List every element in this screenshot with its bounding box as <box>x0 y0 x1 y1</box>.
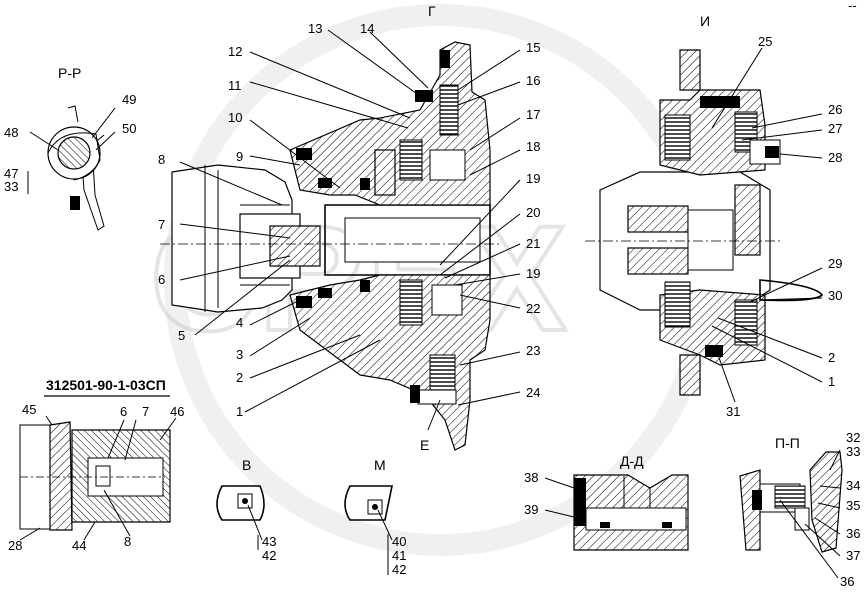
label-r2: 2 <box>828 350 835 365</box>
section-title-pp2: П-П <box>775 435 800 451</box>
label-p33: 33 <box>4 179 18 194</box>
part-labels: 13 14 15 12 16 11 17 10 18 9 8 19 20 7 2… <box>4 21 860 589</box>
label-d46: 46 <box>170 404 184 419</box>
label-5: 5 <box>178 328 185 343</box>
label-p48: 48 <box>4 125 18 140</box>
label-d6: 6 <box>120 404 127 419</box>
section-titles: Г И Р-Р В М Д-Д П-П Е -- 312501-90-1-03С… <box>46 0 857 473</box>
label-3: 3 <box>236 347 243 362</box>
section-title-i: И <box>700 13 710 29</box>
detail-312501-drawing <box>19 395 177 541</box>
label-pp32: 32 <box>846 430 860 445</box>
label-r25: 25 <box>758 34 772 49</box>
label-pp33: 33 <box>846 444 860 459</box>
label-b42: 42 <box>262 548 276 563</box>
view-title-m: М <box>374 457 386 473</box>
assembly-code: 312501-90-1-03СП <box>46 377 166 393</box>
label-pp36: 36 <box>846 526 860 541</box>
label-1: 1 <box>236 404 243 419</box>
label-19: 19 <box>526 171 540 186</box>
view-m-drawing <box>344 485 393 575</box>
label-d44: 44 <box>72 538 86 553</box>
label-19b: 19 <box>526 266 540 281</box>
label-6: 6 <box>158 272 165 287</box>
label-r27: 27 <box>828 121 842 136</box>
label-16: 16 <box>526 73 540 88</box>
label-dd38: 38 <box>524 470 538 485</box>
label-m42: 42 <box>392 562 406 577</box>
label-17: 17 <box>526 107 540 122</box>
label-p49: 49 <box>122 92 136 107</box>
view-b-drawing <box>216 485 265 550</box>
label-pp34: 34 <box>846 478 860 493</box>
label-r29: 29 <box>828 256 842 271</box>
label-11: 11 <box>228 78 242 93</box>
label-dd39: 39 <box>524 502 538 517</box>
label-r31: 31 <box>726 404 740 419</box>
label-10: 10 <box>228 110 242 125</box>
label-r30: 30 <box>828 288 842 303</box>
section-title-pp: Р-Р <box>58 65 81 81</box>
label-12: 12 <box>228 44 242 59</box>
label-b43: 43 <box>262 534 276 549</box>
right-section-drawing <box>585 49 824 396</box>
label-p50: 50 <box>122 121 136 136</box>
label-20: 20 <box>526 205 540 220</box>
label-23: 23 <box>526 343 540 358</box>
label-pp37: 37 <box>846 548 860 563</box>
label-r28: 28 <box>828 150 842 165</box>
label-14: 14 <box>360 21 374 36</box>
label-d8: 8 <box>124 534 131 549</box>
label-d45: 45 <box>22 402 36 417</box>
section-title-dd: Д-Д <box>620 453 644 469</box>
label-18: 18 <box>526 139 540 154</box>
label-p47: 47 <box>4 166 18 181</box>
label-pp36b: 36 <box>840 574 854 589</box>
main-leaders <box>179 29 521 431</box>
section-title-g: Г <box>428 3 436 19</box>
label-15: 15 <box>526 40 540 55</box>
section-pp-drawing <box>27 105 116 231</box>
section-dd-drawing <box>544 474 689 551</box>
label-24: 24 <box>526 385 540 400</box>
label-pp35: 35 <box>846 498 860 513</box>
label-22: 22 <box>526 301 540 316</box>
label-4: 4 <box>236 315 243 330</box>
corner-dashes: -- <box>848 0 857 13</box>
view-marker-e: Е <box>420 437 429 453</box>
label-8: 8 <box>158 152 165 167</box>
label-2: 2 <box>236 370 243 385</box>
label-21: 21 <box>526 236 540 251</box>
label-r1: 1 <box>828 374 835 389</box>
label-7: 7 <box>158 217 165 232</box>
label-13: 13 <box>308 21 322 36</box>
section-pp2-drawing <box>739 449 843 579</box>
view-title-b: В <box>242 457 251 473</box>
label-r26: 26 <box>828 102 842 117</box>
label-m40: 40 <box>392 534 406 549</box>
label-d28: 28 <box>8 538 22 553</box>
label-9: 9 <box>236 149 243 164</box>
label-d7: 7 <box>142 404 149 419</box>
right-leaders <box>711 47 823 403</box>
label-m41: 41 <box>392 548 406 563</box>
